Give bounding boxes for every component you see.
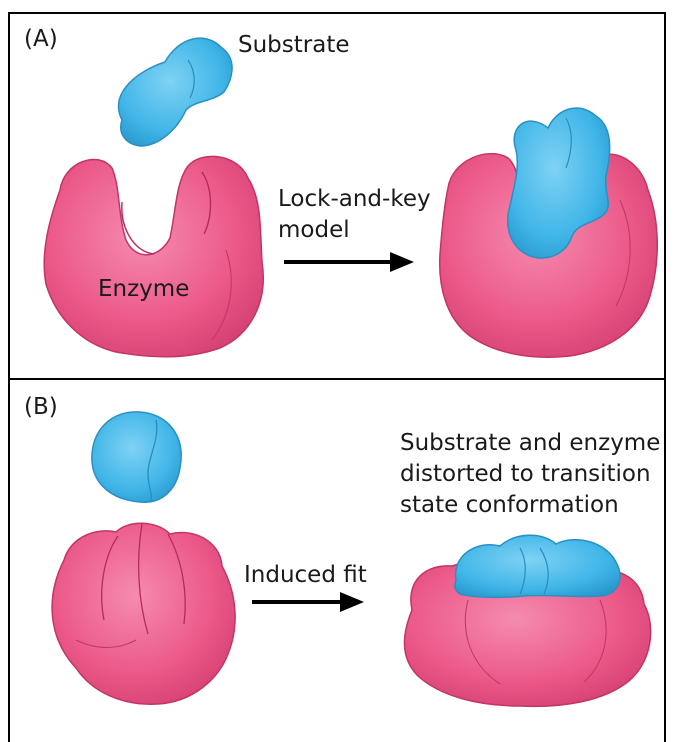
substrate-label: Substrate (238, 30, 350, 61)
lock-and-key-label: Lock-and-key model (278, 184, 431, 246)
panel-b-label: (B) (24, 392, 58, 423)
panel-b-substrate-shape (92, 412, 181, 502)
enzyme-label: Enzyme (98, 274, 189, 305)
panel-a-substrate-shape (119, 38, 232, 146)
induced-fit-arrow (252, 592, 364, 612)
panel-b-complex-shape (404, 535, 650, 706)
panel-a-label: (A) (24, 24, 58, 55)
panel-b-enzyme-shape (52, 523, 235, 704)
panel-a-complex-shape (440, 108, 658, 357)
panel-a-enzyme-shape (44, 156, 263, 356)
lock-and-key-arrow (284, 252, 414, 272)
transition-state-label: Substrate and enzyme distorted to transi… (400, 428, 660, 521)
induced-fit-label: Induced fit (244, 560, 367, 591)
